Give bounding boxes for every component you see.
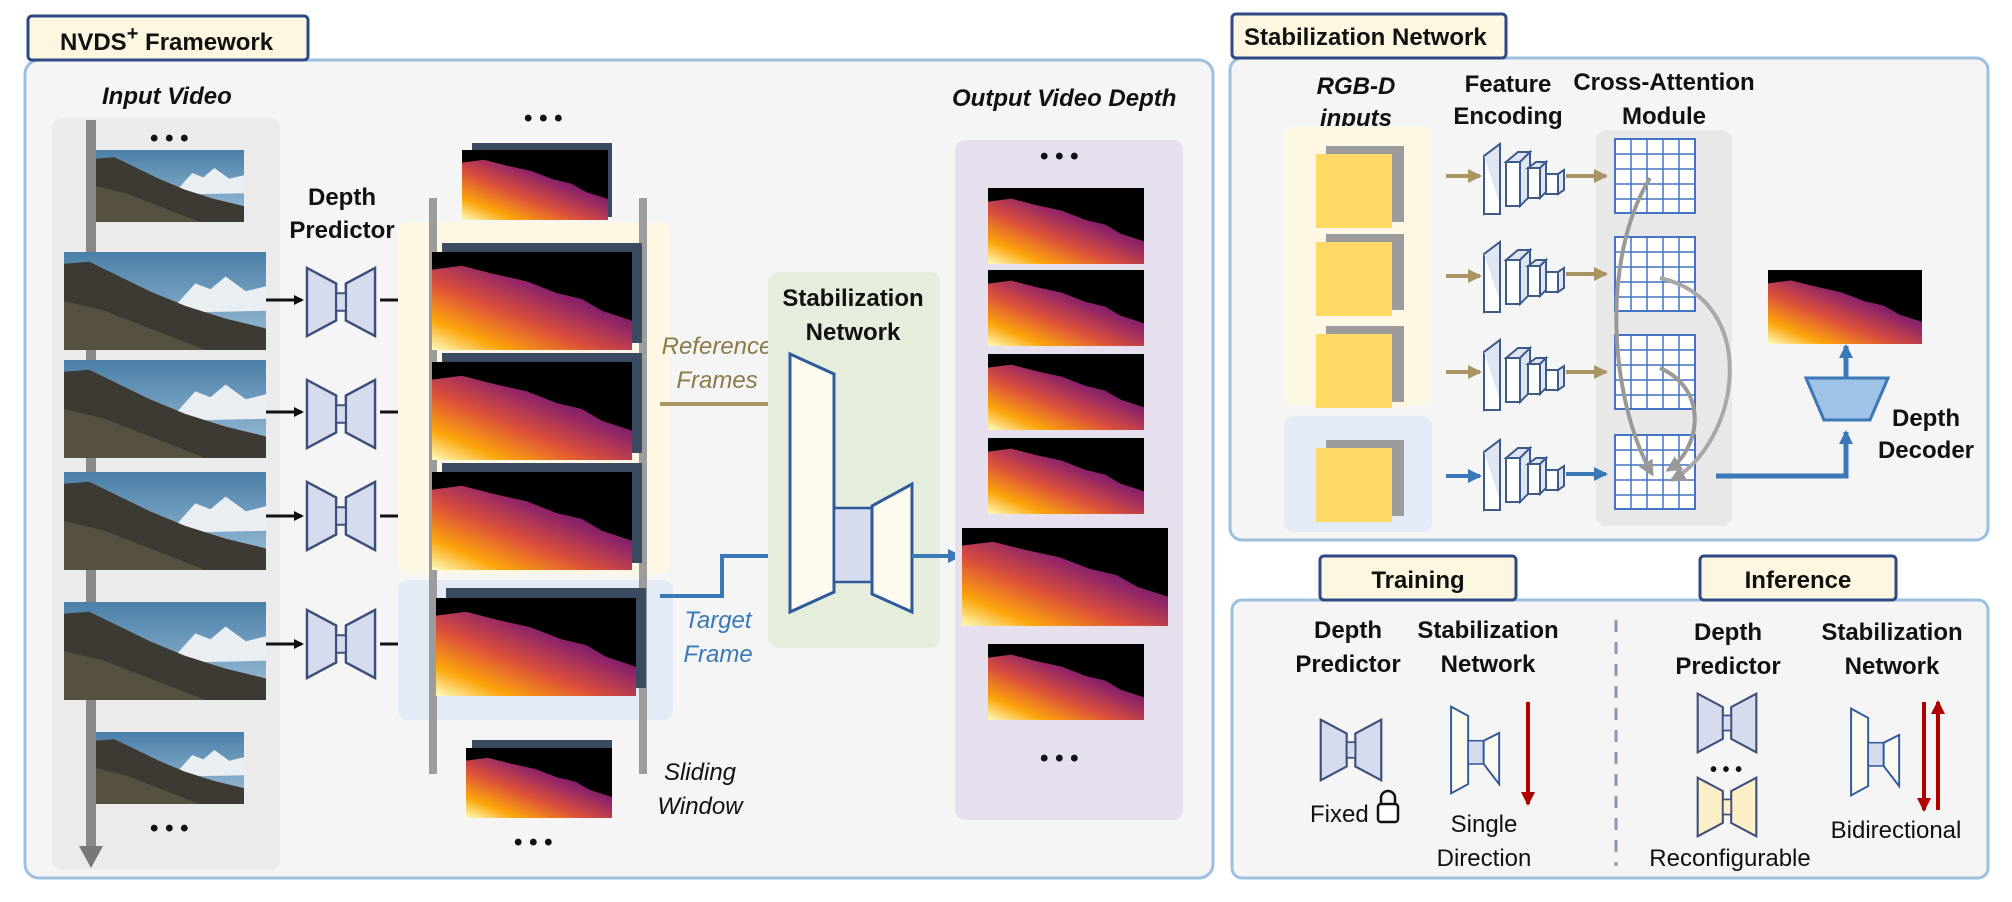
input-video-label: Input Video bbox=[102, 83, 232, 110]
decoded-depth-output bbox=[1768, 270, 1922, 344]
depth-predictor-label-2: Predictor bbox=[289, 217, 394, 244]
target-frame-label: Target bbox=[684, 607, 752, 634]
sliding-window-label: Sliding bbox=[664, 759, 737, 786]
cross-attention-label-2: Module bbox=[1622, 103, 1706, 130]
depth-stack-bottom bbox=[466, 740, 612, 818]
stab-net-title-box bbox=[1230, 12, 1508, 60]
feature-encoding-label: Feature bbox=[1465, 71, 1552, 98]
depth-stack-2 bbox=[432, 353, 642, 460]
training-title: Training bbox=[1371, 567, 1464, 594]
sliding-window-label-2: Window bbox=[657, 793, 744, 820]
input-dots-bottom: • • • bbox=[150, 815, 189, 842]
time-arrow-head bbox=[79, 846, 103, 868]
attention-grid-2 bbox=[1614, 236, 1696, 312]
attention-grid-3 bbox=[1614, 334, 1696, 410]
inference-dp-label-2: Predictor bbox=[1675, 653, 1780, 680]
depth-decoder-label: Depth bbox=[1892, 405, 1960, 432]
reference-frames-label: Reference bbox=[662, 333, 773, 360]
input-frame-1 bbox=[64, 252, 266, 350]
target-arrow bbox=[660, 549, 784, 598]
depth-stack-1 bbox=[432, 243, 642, 350]
cross-attention-label: Cross-Attention bbox=[1573, 69, 1754, 96]
training-sn-label: Stabilization bbox=[1417, 617, 1558, 644]
output-frame-2 bbox=[988, 270, 1144, 346]
decoder-input-arrow bbox=[1716, 430, 1853, 479]
inference-dp-label: Depth bbox=[1694, 619, 1762, 646]
input-dots-top: • • • bbox=[150, 125, 189, 152]
lock-icon bbox=[1376, 789, 1400, 824]
depth-stack-3 bbox=[432, 463, 642, 570]
rgbd-input-target bbox=[1316, 440, 1404, 522]
input-frame-3 bbox=[64, 472, 266, 570]
input-frame-2 bbox=[64, 360, 266, 458]
depth-decoder-label-2: Decoder bbox=[1878, 437, 1974, 464]
depth-stack-target bbox=[436, 588, 646, 696]
bidirectional-label: Bidirectional bbox=[1831, 817, 1962, 844]
training-dp-label: Depth bbox=[1314, 617, 1382, 644]
single-direction-label: Single bbox=[1451, 811, 1518, 838]
inference-sn-label-2: Network bbox=[1845, 653, 1940, 680]
stabilization-network-label-2: Network bbox=[806, 319, 901, 346]
attention-curve-1 bbox=[1614, 176, 1654, 477]
output-frame-1 bbox=[988, 188, 1144, 264]
single-direction-label-2: Direction bbox=[1437, 845, 1532, 872]
training-sn-label-2: Network bbox=[1441, 651, 1536, 678]
training-dp-label-2: Predictor bbox=[1295, 651, 1400, 678]
attention-curve-2 bbox=[1659, 276, 1732, 482]
input-frame-4 bbox=[64, 602, 266, 700]
inference-title-box bbox=[1698, 554, 1898, 602]
stab-net-title: Stabilization Network bbox=[1244, 24, 1487, 51]
training-title-box bbox=[1318, 554, 1518, 602]
reference-frames-label-2: Frames bbox=[676, 367, 757, 394]
depth-predictor-label: Depth bbox=[308, 184, 376, 211]
input-frame-small-bottom bbox=[96, 732, 244, 804]
reconfigurable-label: Reconfigurable bbox=[1649, 845, 1810, 872]
output-dots-bottom: • • • bbox=[1040, 745, 1079, 772]
output-frame-3 bbox=[988, 354, 1144, 430]
output-frame-current bbox=[962, 528, 1168, 626]
framework-title: NVDS+ Framework bbox=[60, 23, 274, 56]
inference-sn-label: Stabilization bbox=[1821, 619, 1962, 646]
inference-title: Inference bbox=[1745, 567, 1852, 594]
inference-dots: • • • bbox=[1710, 759, 1742, 781]
output-frame-5 bbox=[988, 644, 1144, 720]
rgbd-input-2 bbox=[1316, 234, 1404, 316]
depth-decoder-icon bbox=[1803, 376, 1891, 422]
stabilization-network-label: Stabilization bbox=[782, 285, 923, 312]
feature-encoding-label-2: Encoding bbox=[1453, 103, 1562, 130]
rgbd-label: RGB-D bbox=[1317, 73, 1396, 100]
middle-dots-top: • • • bbox=[524, 105, 563, 132]
output-frame-4 bbox=[988, 438, 1144, 514]
train-infer-panel bbox=[1230, 598, 1990, 880]
output-video-depth-label: Output Video Depth bbox=[952, 85, 1176, 112]
rgbd-input-1 bbox=[1316, 146, 1404, 228]
output-dots-top: • • • bbox=[1040, 143, 1079, 170]
input-frame-small-top bbox=[96, 150, 244, 222]
attention-grid-1 bbox=[1614, 138, 1696, 214]
target-frame-label-2: Frame bbox=[683, 641, 752, 668]
training-fixed-label: Fixed bbox=[1310, 801, 1369, 828]
rgbd-input-3 bbox=[1316, 326, 1404, 408]
middle-dots-bottom: • • • bbox=[514, 829, 553, 856]
attention-curve-3 bbox=[1659, 366, 1697, 472]
depth-stack-top bbox=[462, 143, 612, 220]
stabilization-network-icon bbox=[788, 351, 914, 615]
framework-title-box bbox=[26, 14, 310, 62]
